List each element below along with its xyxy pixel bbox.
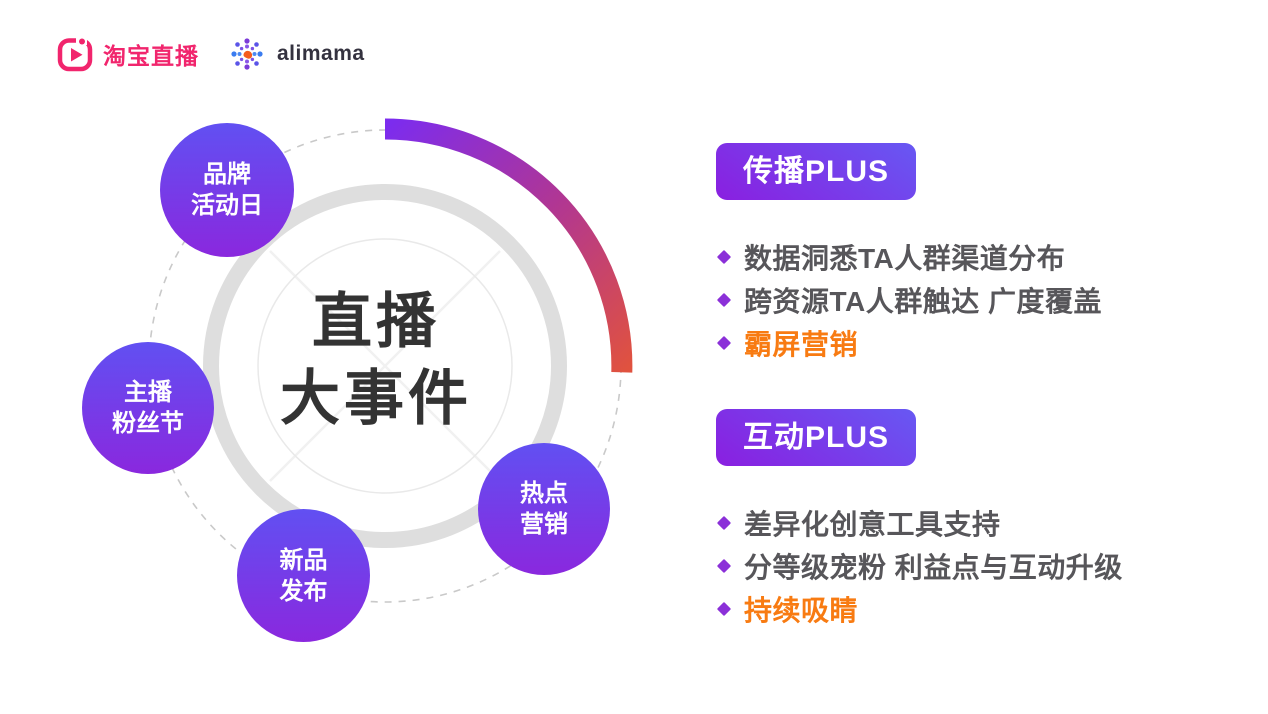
section-communication-plus: 传播PLUS 数据洞悉TA人群渠道分布 跨资源TA人群触达 广度覆盖 霸屏营销 — [716, 143, 1261, 364]
communication-plus-badge: 传播PLUS — [716, 143, 917, 200]
diamond-bullet-icon — [716, 601, 732, 616]
bubble-anchor-fan-festival: 主播 粉丝节 — [82, 342, 214, 474]
interaction-plus-list: 差异化创意工具支持 分等级宠粉 利益点与互动升级 持续吸睛 — [716, 501, 1261, 630]
progress-arc — [384, 118, 633, 373]
bubble-label: 品牌 — [203, 161, 251, 188]
list-item-text: 持续吸睛 — [744, 594, 859, 626]
bubble-hot-topic-marketing: 热点 营销 — [478, 443, 610, 575]
bubble-label: 粉丝节 — [112, 410, 184, 437]
communication-plus-list: 数据洞悉TA人群渠道分布 跨资源TA人群触达 广度覆盖 霸屏营销 — [716, 235, 1261, 364]
list-item: 跨资源TA人群触达 广度覆盖 — [716, 278, 1261, 321]
list-item-text: 分等级宠粉 利益点与互动升级 — [744, 551, 1123, 583]
interaction-plus-badge: 互动PLUS — [716, 409, 917, 466]
x-pattern-line — [269, 250, 501, 482]
bubble-label: 主播 — [124, 379, 172, 406]
diagram-title: 直播 大事件 — [176, 283, 576, 437]
bubble-label: 热点 — [520, 480, 568, 507]
list-item-text: 霸屏营销 — [744, 328, 859, 360]
logo-bar: 淘宝直播 alimama — [57, 34, 365, 74]
taobao-live-wordmark: 淘宝直播 — [103, 43, 199, 69]
bubble-label: 营销 — [520, 511, 568, 538]
bubble-label: 新品 — [279, 546, 328, 574]
section-interaction-plus: 互动PLUS 差异化创意工具支持 分等级宠粉 利益点与互动升级 持续吸睛 — [716, 409, 1261, 630]
alimama-icon — [231, 38, 263, 70]
bubble-label: 发布 — [279, 577, 328, 605]
diagram-title-line1: 直播 — [312, 288, 440, 355]
bubble-brand-activity-day: 品牌 活动日 — [160, 123, 294, 257]
list-item-highlight: 持续吸睛 — [716, 587, 1261, 630]
diamond-bullet-icon — [716, 292, 732, 307]
diamond-bullet-icon — [716, 335, 732, 350]
diagram-rings — [148, 118, 633, 603]
diamond-bullet-icon — [716, 515, 732, 530]
list-item-text: 差异化创意工具支持 — [744, 508, 1001, 540]
diagram-title-line2: 大事件 — [280, 365, 472, 432]
diamond-bullet-icon — [716, 558, 732, 573]
details-panel: 传播PLUS 数据洞悉TA人群渠道分布 跨资源TA人群触达 广度覆盖 霸屏营销 … — [716, 143, 1261, 630]
live-event-diagram: 直播 大事件 品牌 活动日 主播 粉丝节 新品 发布 热点 营销 — [82, 118, 633, 642]
list-item: 分等级宠粉 利益点与互动升级 — [716, 544, 1261, 587]
taobao-live-logo: 淘宝直播 — [57, 36, 199, 72]
list-item: 差异化创意工具支持 — [716, 501, 1261, 544]
alimama-logo: alimama — [227, 34, 365, 74]
list-item-highlight: 霸屏营销 — [716, 321, 1261, 364]
bubble-label: 活动日 — [191, 192, 263, 219]
diamond-bullet-icon — [716, 249, 732, 264]
bubble-new-product-launch: 新品 发布 — [237, 509, 370, 642]
list-item: 数据洞悉TA人群渠道分布 — [716, 235, 1261, 278]
list-item-text: 数据洞悉TA人群渠道分布 — [744, 242, 1066, 274]
inner-thin-circle — [257, 238, 513, 494]
list-item-text: 跨资源TA人群触达 广度覆盖 — [744, 285, 1103, 317]
alimama-wordmark: alimama — [277, 42, 365, 65]
taobao-live-icon — [57, 36, 93, 72]
